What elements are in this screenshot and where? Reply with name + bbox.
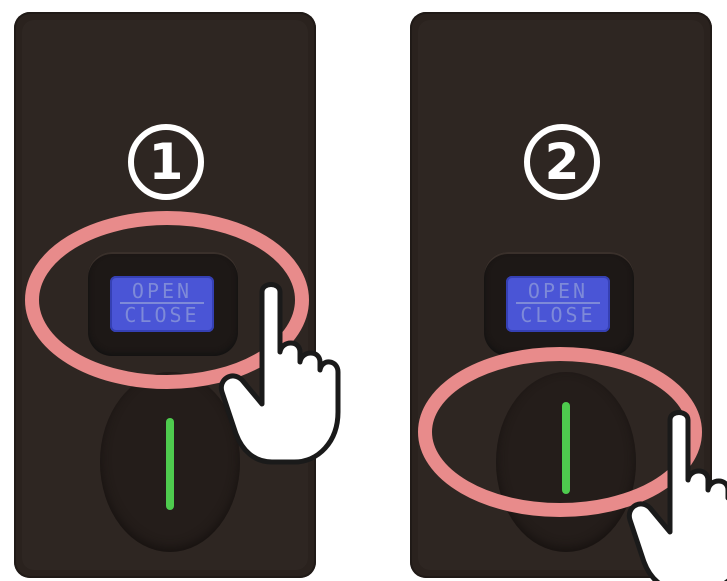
highlight-ring-step-2 [425,354,695,510]
